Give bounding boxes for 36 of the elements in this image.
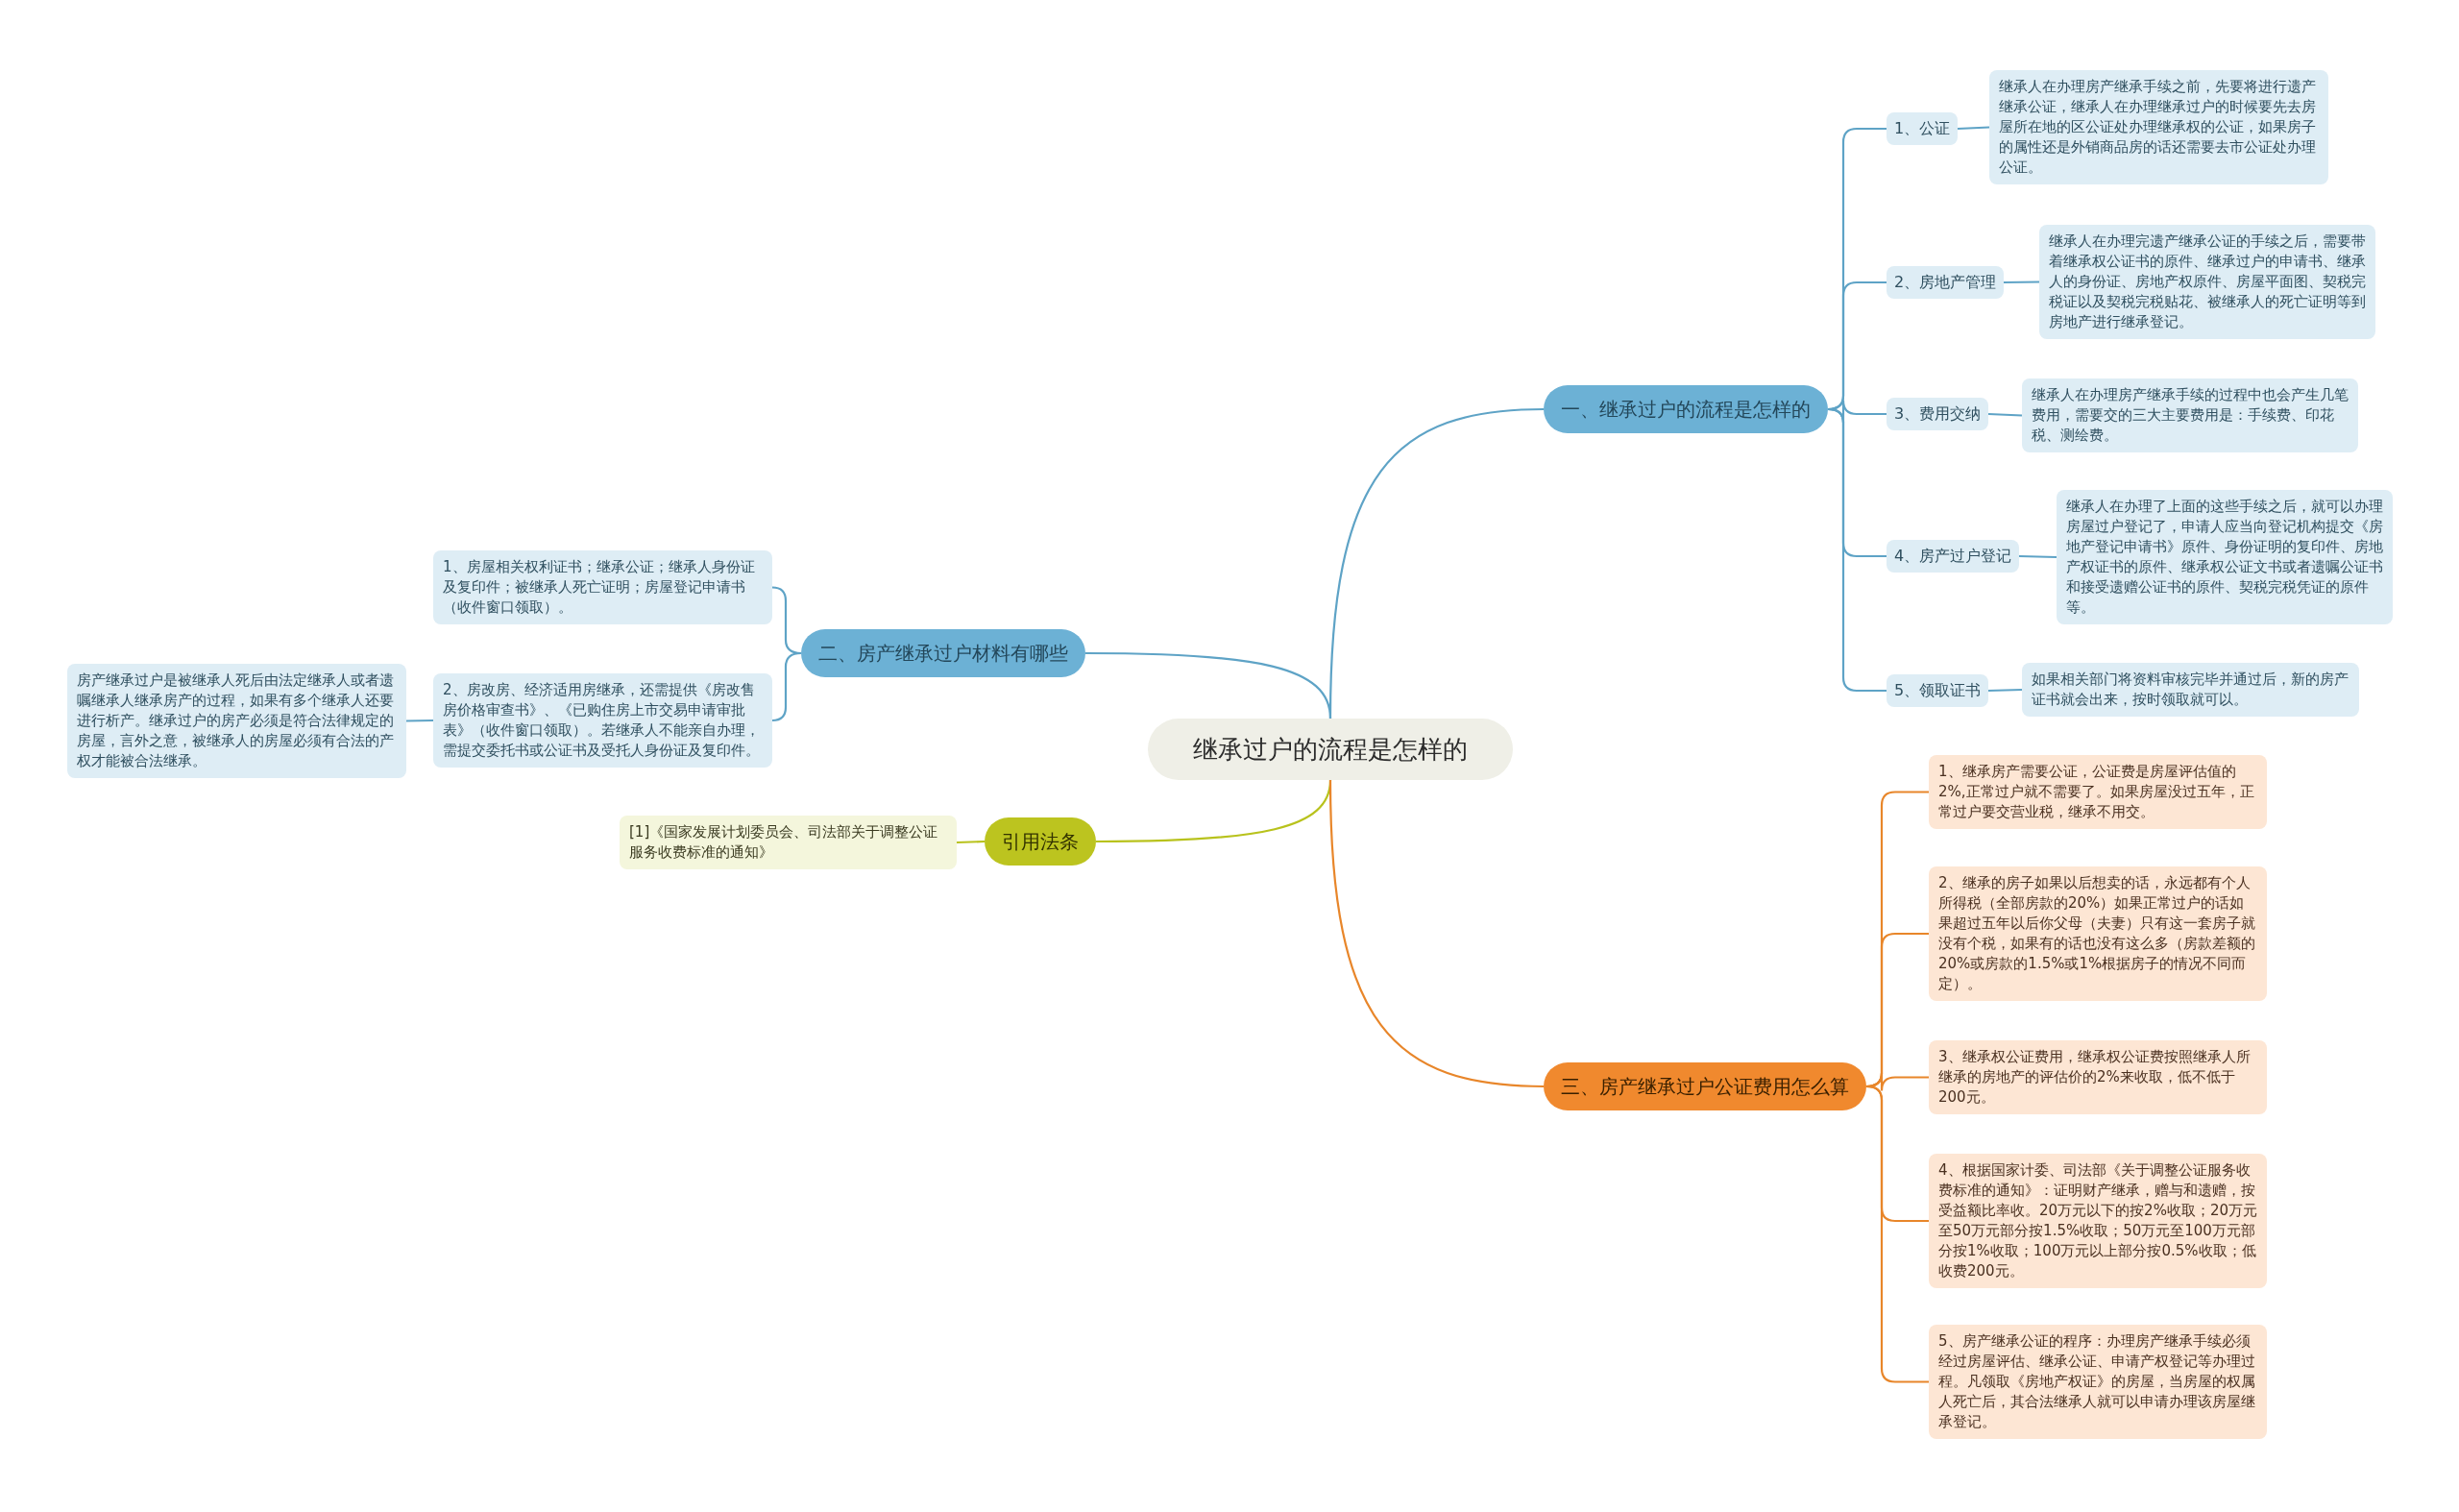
detail-box: 继承人在办理房产继承手续的过程中也会产生几笔费用，需要交的三大主要费用是：手续费、印花税、测绘费。 bbox=[2022, 378, 2358, 452]
detail-box: 3、继承权公证费用，继承权公证费按照继承人所继承的房地产的评估价的2%来收取，低不低于200元。 bbox=[1929, 1039, 2267, 1114]
connector-line bbox=[956, 840, 986, 844]
branch-topic: 一、继承过户的流程是怎样的 bbox=[1544, 385, 1828, 433]
detail-box: 2、房改房、经济适用房继承，还需提供《房改售房价格审查书》、《已购住房上市交易申请审批表》（收件窗口领取）。若继承人不能亲自办理，需提交委托书或公证书及受托人身份证及复印件。 bbox=[433, 673, 772, 768]
branch-topic: 引用法条 bbox=[985, 817, 1096, 866]
branch-topic: 三、房产继承过户公证费用怎么算 bbox=[1544, 1062, 1866, 1110]
connector-line bbox=[1987, 412, 2023, 417]
connector-line bbox=[2018, 554, 2057, 559]
detail-box: 1、继承房产需要公证，公证费是房屋评估值的2%,正常过户就不需要了。如果房屋没过五年，正常过户要交营业税，继承不用交。 bbox=[1929, 754, 2267, 829]
connector-line bbox=[1987, 688, 2023, 693]
connector-line bbox=[2004, 280, 2039, 284]
subtopic-label: 1、公证 bbox=[1887, 112, 1959, 146]
connector-line bbox=[406, 719, 433, 722]
detail-box: 如果相关部门将资料审核完毕并通过后，新的房产证书就会出来，按时领取就可以。 bbox=[2022, 663, 2359, 717]
subtopic-label: 3、费用交纳 bbox=[1887, 398, 1989, 431]
connector-line bbox=[1085, 651, 1332, 719]
detail-box: 继承人在办理房产继承手续之前，先要将进行遗产继承公证，继承人在办理继承过户的时候要先去房屋所在地的区公证处办理继承权的公证，如果房子的属性还是外销商品房的话还需要去市公证处办理公证。 bbox=[1989, 69, 2328, 184]
branch-topic: 二、房产继承过户材料有哪些 bbox=[801, 629, 1085, 677]
detail-box: 4、根据国家计委、司法部《关于调整公证服务收费标准的通知》：证明财产继承，赠与和遗赠，按受益额比率收。20万元以下的按2%收取；20万元至50万元部分按1.5%收取；50万元至100万元部分按1%收取；100万元以上部分按0.5%收取；低收费200元。 bbox=[1929, 1154, 2267, 1288]
connector-line bbox=[1328, 779, 1545, 1088]
subtopic-label: 4、房产过户登记 bbox=[1887, 540, 2020, 573]
connector-line bbox=[770, 651, 802, 722]
detail-box: 继承人在办理了上面的这些手续之后，就可以办理房屋过户登记了，申请人应当向登记机构提交《房地产登记申请书》原件、身份证明的复印件、房地产权证书的原件、继承权公证文书或者遗嘱公证书和接受遗赠公证书的原件、契税完税凭证的原件等。 bbox=[2057, 490, 2393, 624]
detail-box: 2、继承的房子如果以后想卖的话，永远都有个人所得税（全部房款的20%）如果正常过户的话如果超过五年以后你父母（夫妻）只有这一套房子就没有个税，如果有的话也没有这么多（房款差额的20%或房款的1.5%或1%根据房子的情况不同而定）。 bbox=[1929, 866, 2267, 1001]
connector-line bbox=[1865, 1085, 1929, 1383]
reference-box: [1]《国家发展计划委员会、司法部关于调整公证服务收费标准的通知》 bbox=[620, 816, 957, 869]
subtopic-label: 2、房地产管理 bbox=[1887, 266, 2005, 300]
connector-line bbox=[1827, 407, 1887, 693]
detail-box: 房产继承过户是被继承人死后由法定继承人或者遗嘱继承人继承房产的过程，如果有多个继承人还要进行析产。继承过户的房产必须是符合法律规定的房屋，言外之意，被继承人的房屋必须有合法的产权才能被合法继承。 bbox=[67, 663, 406, 778]
detail-box: 1、房屋相关权利证书；继承公证；继承人身份证及复印件；被继承人死亡证明；房屋登记申请书（收件窗口领取）。 bbox=[433, 549, 772, 624]
connector-line bbox=[1957, 126, 1990, 131]
central-topic: 继承过户的流程是怎样的 bbox=[1148, 719, 1513, 781]
detail-box: 5、房产继承公证的程序：办理房产继承手续必须经过房屋评估、继承公证、申请产权登记等办理过程。凡领取《房地产权证》的房屋，当房屋的权属人死亡后，其合法继承人就可以申请办理该房屋继承登记。 bbox=[1929, 1324, 2267, 1439]
subtopic-label: 5、领取证书 bbox=[1887, 674, 1989, 708]
detail-box: 继承人在办理完遗产继承公证的手续之后，需要带着继承权公证书的原件、继承过户的申请书、继承人的身份证、房地产权原件、房屋平面图、契税完税证以及契税完税贴花、被继承人的死亡证明等到房地产进行继承登记。 bbox=[2039, 224, 2375, 339]
